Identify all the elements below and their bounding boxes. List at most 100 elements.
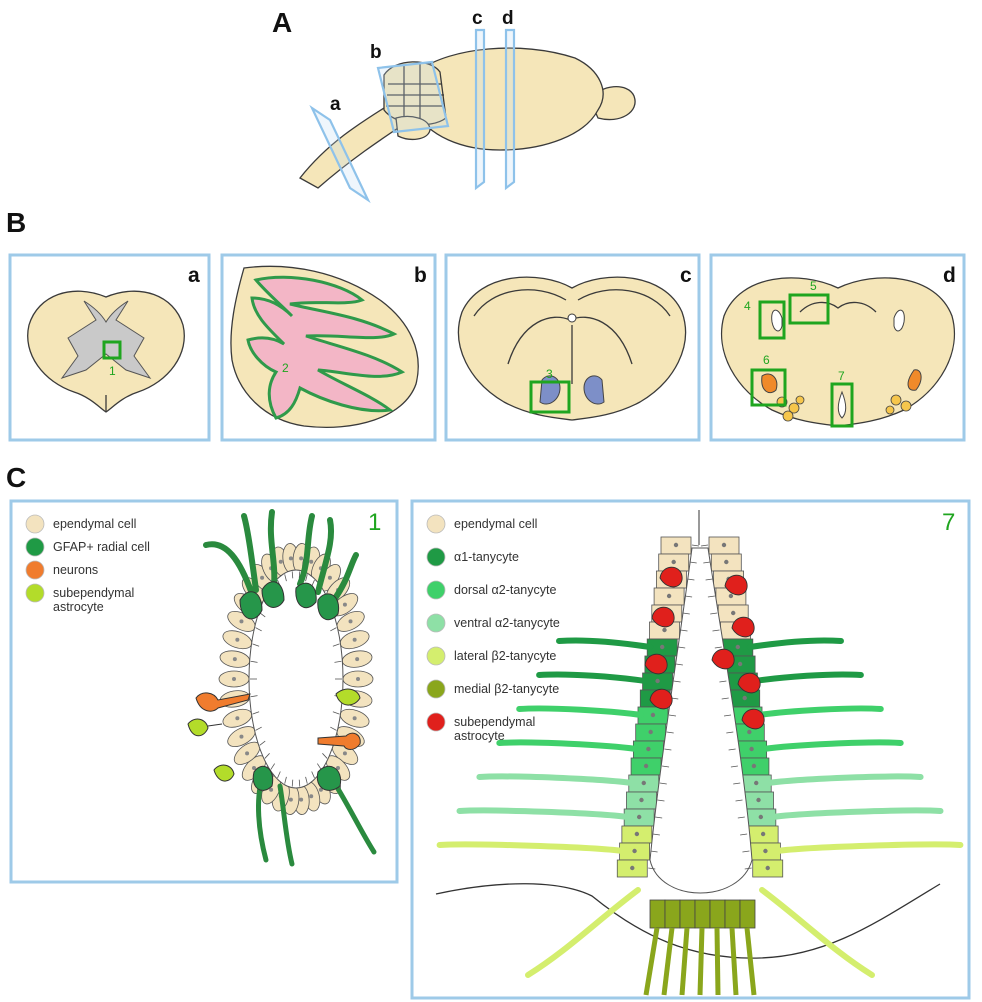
forebrain-section-c — [457, 276, 687, 421]
tanycyte-process — [643, 927, 660, 996]
tanycyte-process — [661, 927, 675, 996]
legend-left-item-swatch — [25, 583, 45, 603]
cell-nucleus — [352, 637, 357, 642]
cilium — [682, 612, 690, 615]
tanycyte-process — [774, 841, 964, 854]
cilium — [691, 544, 700, 547]
cell-nucleus — [760, 831, 766, 837]
cilium — [322, 753, 328, 759]
cerebellum-section — [230, 265, 419, 428]
legend-right-item-label: ependymal cell — [454, 517, 537, 531]
panel-d-label: d — [943, 264, 956, 287]
cell-nucleus — [666, 593, 672, 599]
subependymal-astrocyte — [731, 616, 755, 638]
cell-nucleus — [348, 619, 353, 624]
cilium — [728, 748, 736, 751]
tanycyte-process — [744, 927, 757, 996]
plane-label-b: b — [370, 42, 382, 63]
cell-nucleus — [659, 644, 665, 650]
tanycyte-process — [756, 705, 884, 718]
panel-a-label: a — [188, 264, 200, 287]
tanycyte-process — [516, 705, 644, 718]
cilium — [685, 595, 693, 598]
cell-nucleus — [737, 661, 743, 667]
cilium — [710, 612, 718, 615]
cell-nucleus — [288, 556, 293, 561]
legend-right-item-swatch — [426, 646, 446, 666]
cell-nucleus — [235, 716, 240, 721]
cilium — [311, 771, 315, 779]
cell-nucleus — [731, 610, 736, 616]
region-5-label: 5 — [810, 279, 817, 293]
cell-nucleus — [252, 766, 257, 771]
tanycyte-process — [714, 927, 721, 996]
lateral-beta2-process — [525, 887, 641, 978]
cell-nucleus — [758, 814, 764, 820]
cell-nucleus — [724, 559, 729, 565]
cell-nucleus — [309, 794, 314, 799]
cilium — [678, 646, 686, 649]
cell-nucleus — [239, 619, 244, 624]
plane-a — [309, 104, 371, 204]
legend-right-item-swatch — [426, 547, 446, 567]
legend-left-item-label: subependymal — [53, 586, 134, 600]
plane-c — [474, 28, 486, 191]
cilium — [652, 833, 660, 836]
cilium — [703, 561, 711, 564]
cell-nucleus — [646, 746, 651, 752]
subependymal-astrocyte — [644, 653, 668, 675]
cilium — [305, 574, 308, 582]
cilium — [712, 629, 720, 632]
tanycyte-process — [456, 807, 631, 820]
cell-nucleus — [239, 734, 244, 739]
cilium — [298, 779, 301, 787]
legend-right-item-label: medial β2-tanycyte — [454, 682, 559, 696]
cell-nucleus — [630, 865, 635, 871]
cilium — [675, 663, 683, 666]
subependymal-astrocyte — [659, 566, 683, 588]
cilium — [721, 697, 729, 700]
legend-right-item-label: dorsal α2-tanycyte — [454, 583, 556, 597]
cilium — [744, 867, 752, 870]
legend-right-item-swatch — [426, 514, 446, 534]
subependymal-astrocyte — [737, 672, 761, 694]
cilium — [648, 867, 656, 870]
cilium — [735, 799, 743, 802]
medial-beta2-tanycyte — [709, 899, 726, 929]
legend-left-item-swatch — [25, 537, 45, 557]
cell-nucleus — [749, 746, 754, 752]
cilium — [298, 571, 301, 579]
cilium — [700, 544, 709, 547]
cell-nucleus — [751, 763, 757, 769]
cell-nucleus — [721, 542, 727, 548]
cilium — [737, 816, 745, 819]
cell-nucleus — [245, 751, 250, 756]
subependymal-astrocyte — [724, 574, 748, 596]
cilium — [277, 771, 281, 779]
medial-beta2-tanycyte — [679, 899, 696, 929]
cell-nucleus — [356, 677, 360, 681]
medial-beta2-tanycyte — [724, 899, 741, 929]
legend-right-item-swatch — [426, 613, 446, 633]
region-5-marker — [788, 293, 830, 325]
legend-left-item-label: neurons — [53, 563, 98, 577]
cell-nucleus — [309, 559, 314, 564]
cell-nucleus — [655, 678, 660, 684]
cilium — [740, 833, 748, 836]
region-6-label: 6 — [763, 353, 770, 367]
cilium — [687, 578, 695, 581]
cell-nucleus — [671, 559, 676, 565]
subependymal-astrocyte — [651, 606, 675, 628]
cell-nucleus — [342, 751, 347, 756]
cilium — [742, 850, 750, 853]
tanycyte-process — [765, 773, 924, 786]
cell-nucleus — [335, 766, 340, 771]
cell-nucleus — [735, 644, 741, 650]
third-ventricle-illustration — [435, 510, 964, 996]
cell-nucleus — [742, 695, 747, 701]
cilium — [666, 731, 674, 734]
tanycyte-process — [746, 637, 844, 650]
central-canal-illustration — [187, 509, 377, 867]
cilium — [705, 578, 713, 581]
